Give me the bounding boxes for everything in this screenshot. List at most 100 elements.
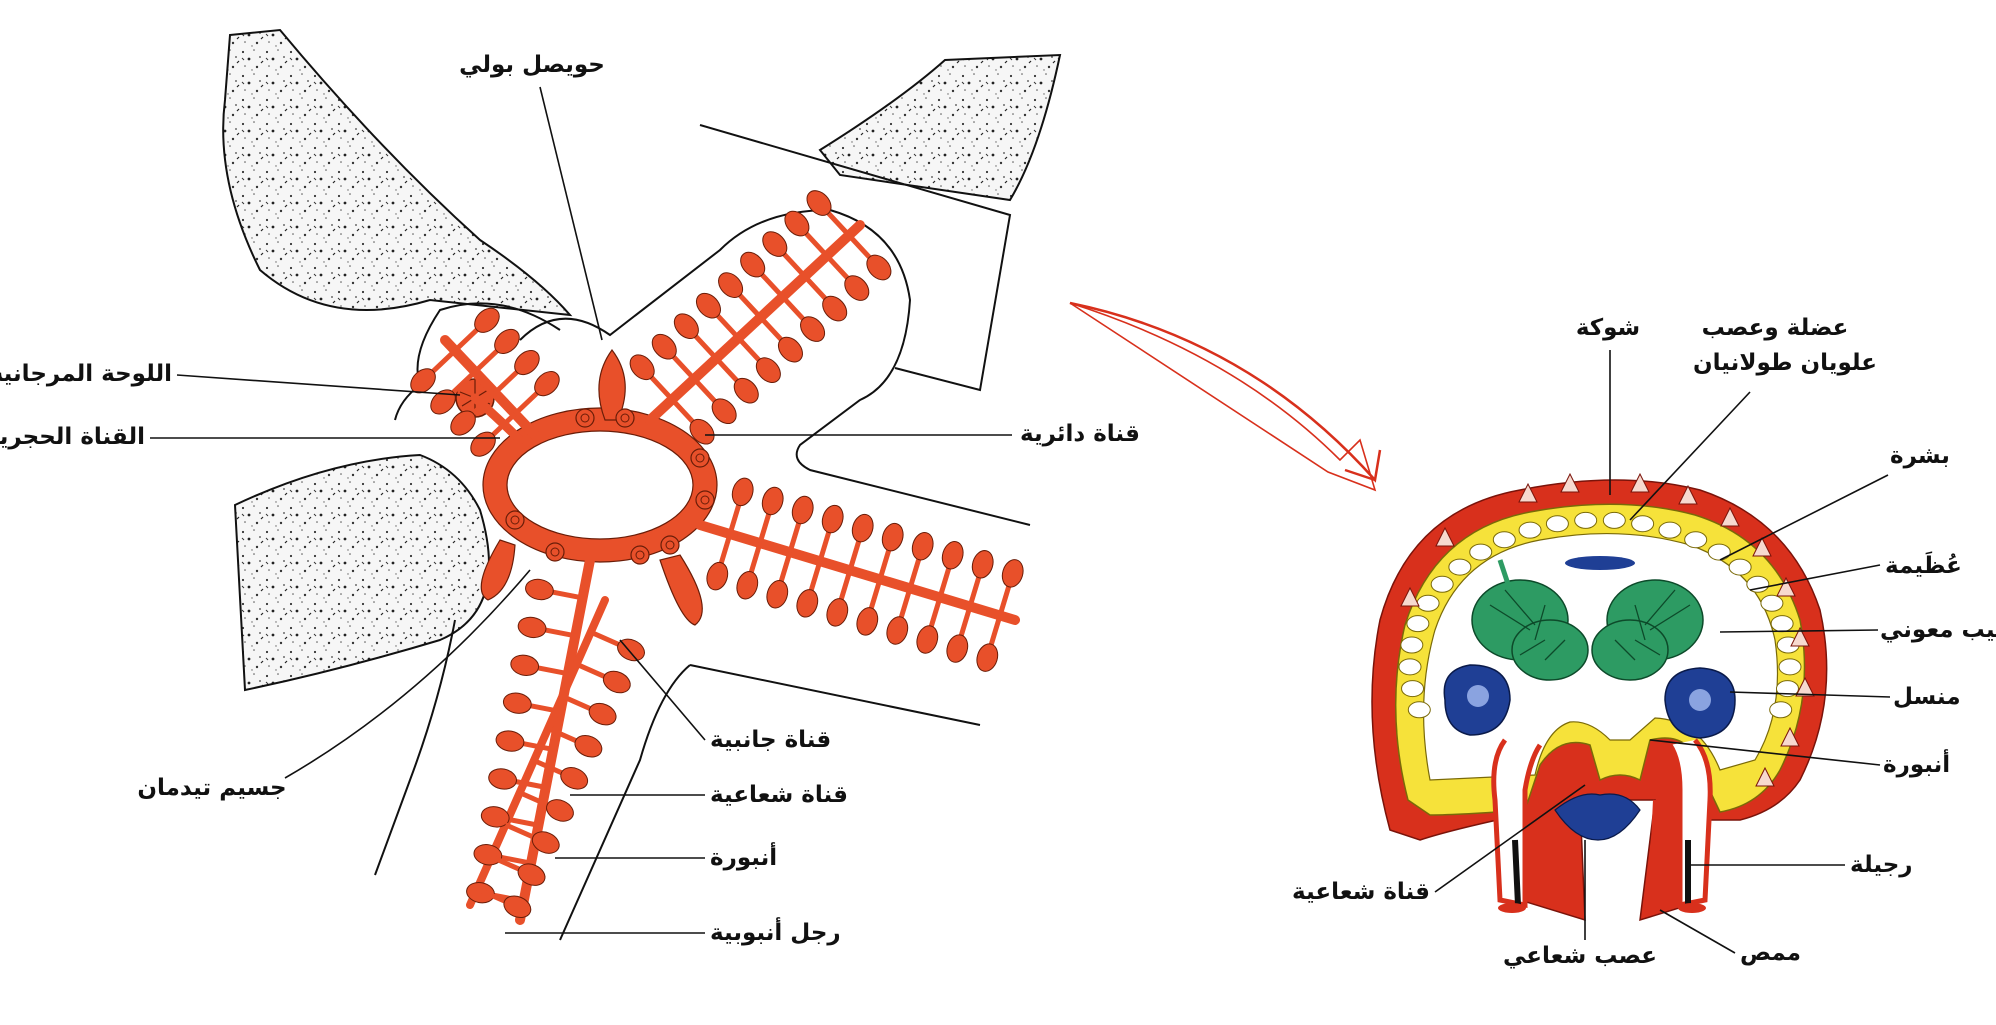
ampulla [946,634,969,663]
tiedemann-body [690,448,710,468]
spine [1560,472,1580,493]
tiedemann-body [575,408,595,428]
label-spine: شوكة [1576,315,1640,341]
ampulla [881,522,904,552]
ampulla [588,702,617,726]
ossicle-hole [1707,543,1731,561]
tiedemann-body-core [620,413,630,423]
ampulla [430,389,456,415]
skin-upper-left [222,28,573,317]
ampulla [755,357,781,383]
ampulla [791,495,814,525]
label-podium: رجيلة [1850,852,1913,878]
label-ampulla: أنبورة [710,841,777,871]
radial-canal-lower [515,555,595,925]
ampulla [602,670,631,694]
ampulla [706,561,729,591]
ampulla [976,643,999,672]
ampulla [514,349,540,376]
ossicle-hole [1778,658,1802,676]
ampulla [761,486,784,516]
right-diagram [1371,472,1828,922]
ossicle-hole [1545,515,1569,533]
spine [1795,676,1815,697]
ossicle-hole [1448,558,1472,576]
arm-outline-left [394,302,561,421]
ampulla [629,354,655,381]
ampulla [1001,559,1024,588]
ampulla [806,190,832,216]
spine [1752,536,1772,557]
ampulla [494,328,520,354]
ampulla [510,654,540,676]
tiedemann-body [660,535,680,555]
label-sucker: ممص [1740,940,1801,966]
radial-nerve [1554,793,1641,841]
ampulla [651,333,677,360]
ampulla [574,734,603,758]
ampulla [480,806,510,828]
ossicle-hole [1769,701,1793,719]
ampulla [766,580,789,609]
tiedemann-bodies [505,408,715,565]
spine [1790,626,1810,647]
skin-upper-right [818,53,1062,202]
ampulla [762,231,788,257]
leader-lines-right [1434,350,1891,954]
ampulla [517,616,547,639]
ossicle-hole [1469,543,1493,561]
ossicle-hole [1775,680,1799,698]
ampulla [450,410,476,436]
ampulla [534,371,560,397]
ampulla [410,368,436,394]
ampulla [856,607,879,636]
leader-lines-left [150,86,1012,934]
spine [1518,482,1538,503]
gonad-left [1443,664,1511,736]
label-tiedemann-body: جسيم تيدمان [137,775,286,801]
ampulla [916,625,939,654]
spine [1400,586,1420,607]
label-ampulla-right: أنبورة [1883,748,1950,778]
tiedemann-body-core [550,547,560,557]
ampulla [673,313,699,339]
ossicle-hole [1400,636,1424,654]
ampulla [941,541,964,570]
spine [1755,766,1775,787]
ossicles [1398,511,1802,719]
ampulla [617,638,645,662]
ampullae-group [410,190,1024,919]
ossicle-hole [1770,615,1794,633]
ampulla [560,767,589,790]
ampulla [826,598,849,627]
ring-canal [483,408,717,562]
tiedemann-body-core [665,540,675,550]
radial-canal-upper-right [645,220,865,425]
ossicle-hole [1401,680,1425,698]
ampulla [502,692,532,714]
label-ring-canal: قناة دائرية [1020,421,1140,447]
ampulla [784,210,810,237]
ossicle-hole [1430,575,1454,593]
ossicle-hole [1398,658,1422,676]
longitudinal-muscle-nerve [1565,556,1635,570]
ossicle-hole [1602,511,1626,529]
ampulla [821,504,844,534]
ossicle-hole [1407,701,1431,719]
label-epidermis: بشرة [1890,443,1950,469]
ampulla [525,578,554,601]
digestive-gland-left [1471,559,1589,681]
label-madreporite: اللوحة المرجانية [0,361,172,387]
spine [1435,526,1455,547]
ampulla [740,251,766,278]
spines [1400,472,1815,787]
tiedemann-body-core [510,515,520,525]
tiedemann-body-core [695,453,705,463]
polian-vesicle [598,348,626,421]
ampulla [531,831,560,854]
labels-left: حويصل بولي اللوحة المرجانية القناة الحجر… [0,52,1140,946]
spine [1678,484,1698,505]
ossicle-hole [1760,594,1784,612]
ampulla [711,398,737,425]
ampulla [796,589,819,618]
